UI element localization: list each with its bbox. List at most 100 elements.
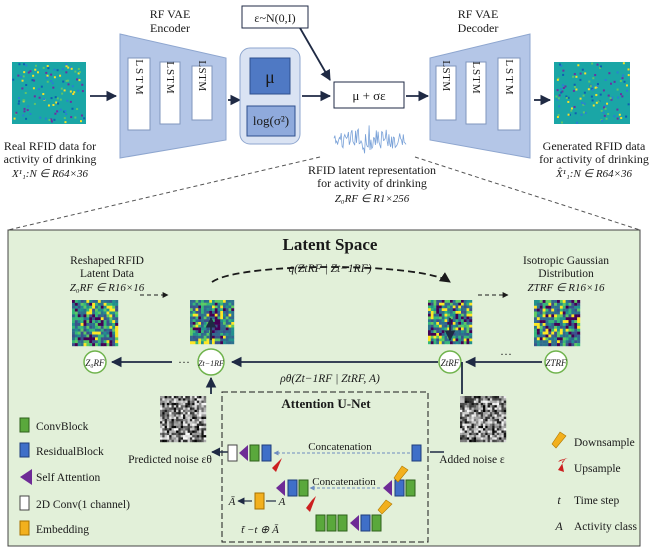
legend-left: ConvBlock ResidualBlock Self Attention 2… — [19, 417, 130, 536]
svg-text:LSTM: LSTM — [164, 61, 176, 94]
gaussian-caption: Isotropic Gaussian Distribution ZTRF ∈ R… — [523, 255, 609, 294]
logvar-label: log(σ²) — [253, 113, 289, 128]
legend-residual-label: ResidualBlock — [36, 446, 104, 458]
legend-timestep-symbol: t — [557, 493, 561, 507]
legend-downsample-icon — [551, 431, 567, 449]
legend-embedding-label: Embedding — [36, 524, 89, 536]
predicted-noise-label: Predicted noise εθ — [128, 454, 212, 466]
input-heatmap-pixels — [12, 63, 86, 124]
output-caption: Generated RFID data for activity of drin… — [539, 139, 649, 180]
legend-right: Downsample Upsample t Time step A Activi… — [551, 431, 637, 533]
output-rfid-heatmap — [554, 62, 630, 124]
svg-text:X̂¹₁:N ∈ R64×36: X̂¹₁:N ∈ R64×36 — [555, 167, 633, 180]
svg-text:Real RFID data for: Real RFID data for — [4, 139, 96, 153]
svg-text:for activity of drinking: for activity of drinking — [539, 152, 649, 166]
svg-text:for activity of drinking: for activity of drinking — [317, 176, 427, 190]
svg-text:RFID latent representation: RFID latent representation — [308, 163, 436, 177]
legend-convblock-swatch — [19, 417, 30, 433]
downsample-arrow-1 — [393, 465, 409, 483]
latent-grid-z0 — [72, 300, 119, 347]
svg-text:Latent Data: Latent Data — [80, 268, 134, 280]
attention-unet-title: Attention U-Net — [281, 396, 371, 411]
svg-text:LSTM: LSTM — [196, 60, 208, 91]
svg-text:activity of drinking: activity of drinking — [4, 152, 97, 166]
legend-conv2d-swatch — [19, 495, 30, 511]
embedding-block — [254, 492, 265, 510]
svg-text:LSTM: LSTM — [470, 61, 482, 94]
legend-residual-swatch — [19, 442, 30, 458]
forward-process-arc — [211, 266, 451, 283]
node-zT: ZTRF — [544, 350, 568, 374]
svg-text:Generated RFID data: Generated RFID data — [543, 139, 646, 153]
legend-timestep-label: Time step — [574, 495, 620, 507]
mu-box — [249, 57, 291, 95]
decoder-lstm-stack: LSTM LSTM LSTM — [435, 57, 521, 131]
time-embedding-label: ̃t −t ⊕ Ā — [241, 524, 279, 536]
concat-label-2: Concatenation — [312, 476, 376, 488]
input-caption: Real RFID data for activity of drinking … — [4, 139, 97, 180]
svg-text:Isotropic Gaussian: Isotropic Gaussian — [523, 255, 609, 267]
svg-text:Zt−1RF: Zt−1RF — [198, 359, 224, 368]
encoder-title-line1: RF VAE — [150, 7, 191, 21]
forward-process-label: q(ZtRF | Zt−1RF) — [288, 263, 371, 275]
latent-space-title: Latent Space — [283, 235, 378, 254]
legend-activity-symbol: A — [554, 519, 563, 533]
abar-label: Ā — [228, 496, 236, 508]
reparam-label: μ + σε — [352, 88, 386, 103]
svg-text:LSTM: LSTM — [133, 59, 145, 96]
zoom-line-right — [414, 156, 641, 231]
encoder-lstm-stack: LSTM LSTM LSTM — [127, 57, 213, 131]
predicted-noise-image — [160, 396, 207, 443]
output-heatmap-pixels — [555, 62, 630, 124]
zoom-line-left — [7, 156, 321, 231]
attention-unet-box — [221, 391, 429, 543]
svg-text:Distribution: Distribution — [538, 268, 594, 280]
node-zt: ZtRF — [438, 350, 462, 374]
encoder-title-line2: Encoder — [150, 21, 190, 35]
svg-text:Reshaped RFID: Reshaped RFID — [70, 255, 144, 267]
legend-embedding-swatch — [19, 520, 30, 536]
legend-attention-swatch — [20, 469, 32, 485]
dots-right: ··· — [500, 347, 512, 361]
svg-text:ZTRF: ZTRF — [545, 358, 567, 368]
decoder-title-line2: Decoder — [458, 21, 499, 35]
noise-sample-label: ε~N(0,I) — [254, 11, 295, 25]
reverse-process-label: ρθ(Zt−1RF | ZtRF, A) — [279, 373, 380, 385]
legend-upsample-icon — [558, 458, 566, 472]
svg-text:LSTM: LSTM — [440, 60, 452, 91]
latent-space-panel — [7, 229, 641, 547]
legend-downsample-label: Downsample — [574, 437, 635, 449]
node-zt1: Zt−1RF — [197, 348, 225, 376]
legend-convblock-label: ConvBlock — [36, 421, 89, 433]
added-noise-image — [460, 396, 507, 443]
latent-grid-zT — [534, 300, 581, 347]
svg-text:X¹₁:N ∈ R64×36: X¹₁:N ∈ R64×36 — [11, 168, 89, 180]
unet-bottleneck — [315, 514, 382, 532]
dots-left: ··· — [178, 355, 190, 369]
unet-level2-decoder — [276, 479, 309, 497]
decoder-title-line1: RF VAE — [458, 7, 499, 21]
svg-text:Z₀RF ∈ R16×16: Z₀RF ∈ R16×16 — [70, 282, 145, 294]
latent-grid-zt1 — [190, 300, 235, 345]
legend-activity-label: Activity class — [574, 521, 637, 533]
svg-text:LSTM: LSTM — [503, 59, 515, 96]
mu-label: μ — [265, 67, 275, 87]
logvar-box — [246, 105, 296, 137]
legend-conv2d-label: 2D Conv(1 channel) — [36, 499, 130, 511]
svg-text:ZtRF: ZtRF — [441, 358, 460, 368]
svg-text:Z₀RF ∈ R1×256: Z₀RF ∈ R1×256 — [335, 193, 410, 205]
upsample-arrow-2 — [306, 496, 316, 512]
node-z0: Z₀RF — [83, 350, 107, 374]
svg-text:ZTRF ∈ R16×16: ZTRF ∈ R16×16 — [528, 282, 605, 294]
legend-upsample-label: Upsample — [574, 463, 621, 475]
added-noise-label: Added noise ε — [439, 454, 505, 466]
a-label: A — [278, 496, 286, 508]
downsample-arrow-2 — [377, 499, 393, 515]
latent-caption: RFID latent representation for activity … — [308, 163, 436, 205]
unet-level1-encoder-block — [411, 444, 422, 462]
latent-waveform — [333, 125, 407, 154]
reshaped-caption: Reshaped RFID Latent Data Z₀RF ∈ R16×16 — [70, 255, 145, 294]
noise-sample-box — [241, 5, 309, 29]
concat-label-1: Concatenation — [308, 441, 372, 453]
